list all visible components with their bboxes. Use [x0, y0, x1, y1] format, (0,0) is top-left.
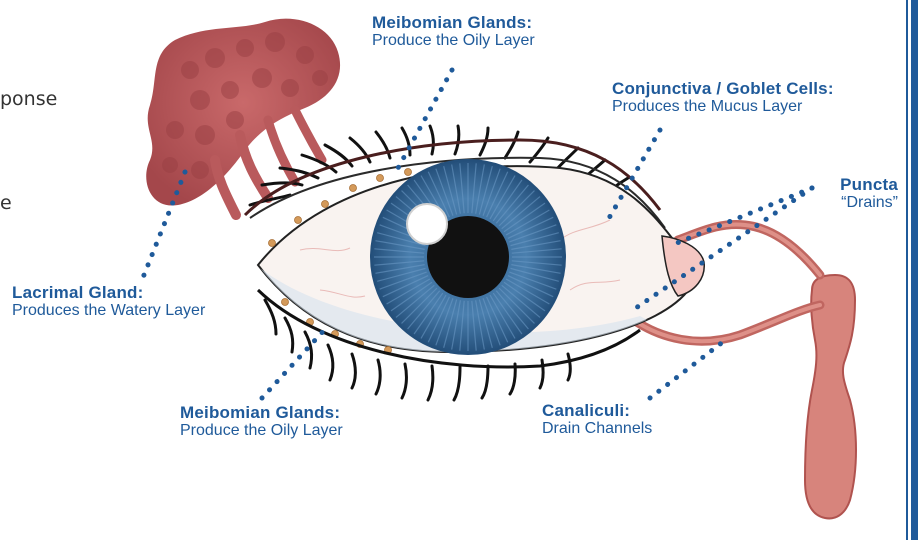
- label-subtitle: Produce the Oily Layer: [372, 33, 535, 49]
- label-title: Meibomian Glands:: [180, 404, 343, 421]
- label-canaliculi: Canaliculi: Drain Channels: [542, 402, 652, 437]
- label-title: Puncta: [840, 176, 898, 193]
- label-conjunctiva: Conjunctiva / Goblet Cells: Produces the…: [612, 80, 834, 115]
- leader-meibomian-top: [398, 70, 452, 168]
- label-meibomian-bottom: Meibomian Glands: Produce the Oily Layer: [180, 404, 343, 439]
- eye-highlight: [407, 204, 447, 244]
- label-title: Canaliculi:: [542, 402, 652, 419]
- clipped-text-line-1: ponse: [0, 88, 57, 110]
- label-subtitle: Drain Channels: [542, 421, 652, 437]
- right-frame-border: [906, 0, 918, 540]
- leader-meibomian-bottom: [262, 326, 328, 398]
- label-title: Meibomian Glands:: [372, 14, 535, 31]
- label-subtitle: Produces the Watery Layer: [12, 303, 205, 319]
- label-subtitle: “Drains”: [840, 195, 898, 211]
- clipped-text-line-2: e: [0, 192, 12, 214]
- leader-canaliculi: [650, 338, 728, 398]
- label-title: Lacrimal Gland:: [12, 284, 205, 301]
- label-title: Conjunctiva / Goblet Cells:: [612, 80, 834, 97]
- label-subtitle: Produces the Mucus Layer: [612, 99, 834, 115]
- label-puncta: Puncta “Drains”: [840, 176, 898, 211]
- label-subtitle: Produce the Oily Layer: [180, 423, 343, 439]
- label-meibomian-top: Meibomian Glands: Produce the Oily Layer: [372, 14, 535, 49]
- lacrimal-gland: [146, 19, 340, 215]
- label-lacrimal: Lacrimal Gland: Produces the Watery Laye…: [12, 284, 205, 319]
